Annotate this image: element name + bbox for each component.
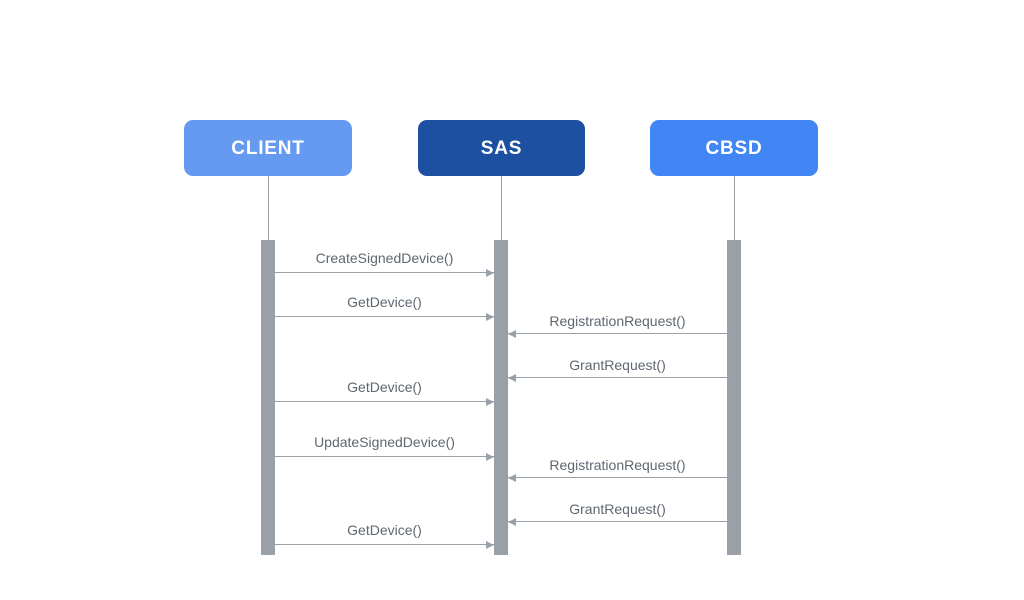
arrowhead-right-icon [486, 397, 494, 406]
activation-bar-sas [494, 240, 508, 555]
activation-bar-client [261, 240, 275, 555]
message-label-1: CreateSignedDevice() [315, 250, 454, 266]
participant-box-sas[interactable]: SAS [418, 120, 585, 176]
message-line-9 [275, 544, 494, 545]
participant-box-cbsd[interactable]: CBSD [650, 120, 818, 176]
diagram-title-bar: Device management [184, 23, 818, 80]
message-line-2 [275, 316, 494, 317]
message-label-2: GetDevice() [347, 294, 422, 310]
arrowhead-right-icon [486, 540, 494, 549]
message-label-8: GrantRequest() [569, 501, 666, 517]
message-line-8 [508, 521, 727, 522]
participant-label-client: CLIENT [231, 137, 305, 159]
arrowhead-left-icon [508, 473, 516, 482]
message-line-4 [508, 377, 727, 378]
message-line-7 [508, 477, 727, 478]
arrowhead-left-icon [508, 517, 516, 526]
message-line-6 [275, 456, 494, 457]
message-label-4: GrantRequest() [569, 357, 666, 373]
message-line-1 [275, 272, 494, 273]
arrowhead-right-icon [486, 452, 494, 461]
arrowhead-left-icon [508, 373, 516, 382]
message-line-5 [275, 401, 494, 402]
participant-label-sas: SAS [480, 137, 523, 159]
arrowhead-right-icon [486, 268, 494, 277]
message-label-7: RegistrationRequest() [549, 457, 686, 473]
arrowhead-right-icon [486, 312, 494, 321]
lifeline-sas [501, 176, 502, 240]
participant-box-client[interactable]: CLIENT [184, 120, 352, 176]
lifeline-client [268, 176, 269, 240]
arrowhead-left-icon [508, 329, 516, 338]
lifeline-cbsd [734, 176, 735, 240]
message-line-3 [508, 333, 727, 334]
message-label-5: GetDevice() [347, 379, 422, 395]
message-label-9: GetDevice() [347, 522, 422, 538]
participant-label-cbsd: CBSD [705, 137, 763, 159]
message-label-6: UpdateSignedDevice() [314, 434, 455, 450]
message-label-3: RegistrationRequest() [549, 313, 686, 329]
activation-bar-cbsd [727, 240, 741, 555]
diagram-title-text: Device management [384, 37, 618, 65]
